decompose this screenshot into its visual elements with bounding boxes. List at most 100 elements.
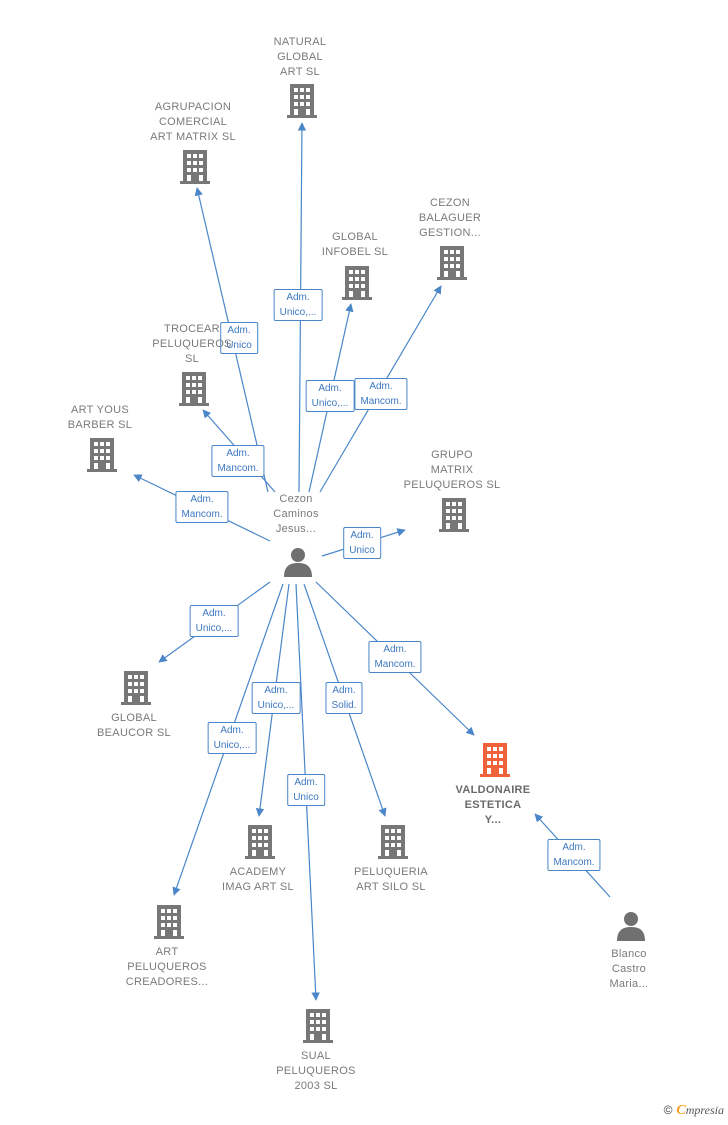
edge-label-peluqueria_silo: Adm.Solid. [325, 682, 363, 714]
edge-label-art_peluqueros: Adm. Unico,... [207, 722, 257, 754]
building-icon-sual[interactable] [303, 1009, 333, 1043]
node-label-line: IMAG ART SL [222, 881, 294, 893]
edge-label-art_yous: Adm. Mancom. [175, 491, 229, 523]
building-icon-art_yous[interactable] [87, 438, 117, 472]
edge-label-valdonaire-blanco: Adm. Mancom. [547, 839, 601, 871]
edge-label-line: Unico,... [213, 740, 251, 751]
edge-label-line: Adm. [286, 292, 310, 303]
node-label-agrupacion[interactable]: AGRUPACION COMERCIAL ART MATRIX SL [133, 100, 253, 145]
node-label-line: Y... [484, 814, 502, 826]
node-label-line: INFOBEL SL [321, 246, 389, 258]
node-label-line: GLOBAL [332, 231, 378, 243]
node-label-line: ACADEMY [229, 866, 287, 878]
node-label-art_yous[interactable]: ART YOUS BARBER SL [40, 403, 160, 433]
node-label-line: VALDONAIRE [455, 784, 531, 796]
building-icon-cezon_bal[interactable] [437, 246, 467, 280]
building-icon-peluqueria_silo[interactable] [378, 825, 408, 859]
edge-label-line: Adm. [294, 777, 318, 788]
node-label-line: GRUPO [431, 449, 473, 461]
node-label-line: BEAUCOR SL [97, 727, 171, 739]
edge-label-line: Solid. [331, 700, 357, 711]
building-icon-natural[interactable] [287, 84, 317, 118]
person-icon-cezon_person[interactable] [284, 548, 312, 577]
brand-initial: C [676, 1103, 686, 1118]
edge-label-line: Unico [226, 340, 252, 351]
edge-label-line: Adm. [383, 644, 407, 655]
node-label-peluqueria_silo[interactable]: PELUQUERIA ART SILO SL [331, 865, 451, 895]
edge-label-academy: Adm.Unico,... [251, 682, 301, 714]
node-label-line: PELUQUEROS [152, 338, 232, 350]
node-label-line: MATRIX [430, 464, 474, 476]
node-label-line: CEZON [430, 197, 470, 209]
edge-label-line: Adm. [369, 381, 393, 392]
edge-label-line: Unico,... [257, 700, 295, 711]
node-label-global_beaucor[interactable]: GLOBAL BEAUCOR SL [74, 711, 194, 741]
building-icon-trocear[interactable] [179, 372, 209, 406]
node-label-line: ART SILO SL [356, 881, 426, 893]
node-label-line: 2003 SL [294, 1080, 338, 1092]
node-label-global_infobel[interactable]: GLOBAL INFOBEL SL [295, 230, 415, 260]
edge-label-trocear: Adm.Mancom. [211, 445, 265, 477]
edge-label-grupo_matrix: Adm.Unico [343, 527, 381, 559]
edge-label-line: Mancom. [374, 659, 416, 670]
node-label-line: PELUQUEROS [127, 961, 207, 973]
edge-label-line: Mancom. [360, 396, 402, 407]
node-label-academy[interactable]: ACADEMY IMAG ART SL [198, 865, 318, 895]
edge-label-valdonaire: Adm. Mancom. [368, 641, 422, 673]
node-label-cezon_bal[interactable]: CEZON BALAGUER GESTION... [390, 196, 510, 241]
node-label-line: PELUQUEROS SL [403, 479, 501, 491]
edge-label-line: Adm. [318, 383, 342, 394]
edge-label-line: Mancom. [217, 463, 259, 474]
node-label-line: BARBER SL [67, 419, 133, 431]
brand-name: mpresia [685, 1103, 724, 1117]
node-label-line: Maria... [609, 978, 649, 990]
node-label-line: GLOBAL [111, 712, 157, 724]
edge-label-line: Adm. [562, 842, 586, 853]
node-label-line: Cezon [279, 493, 313, 505]
edge-label-line: Mancom. [553, 857, 595, 868]
building-icon-academy[interactable] [245, 825, 275, 859]
person-icon-blanco_person[interactable] [617, 912, 645, 941]
node-label-line: ART [155, 946, 179, 958]
node-label-line: AGRUPACION [154, 101, 232, 113]
node-label-line: Caminos [273, 508, 319, 520]
edge-label-line: Adm. [220, 725, 244, 736]
edge-label-line: Mancom. [181, 509, 223, 520]
building-icon-global_infobel[interactable] [342, 266, 372, 300]
building-icon-agrupacion[interactable] [180, 150, 210, 184]
node-label-grupo_matrix[interactable]: GRUPO MATRIX PELUQUEROS SL [392, 448, 512, 493]
edge-label-global_beaucor: Adm.Unico,... [189, 605, 239, 637]
node-label-line: ART MATRIX SL [150, 131, 236, 143]
node-label-line: GESTION... [419, 227, 481, 239]
edge-label-cezon_bal: Adm. Mancom. [354, 378, 408, 410]
edge-label-natural: Adm. Unico,... [273, 289, 323, 321]
edge-label-line: Adm. [190, 494, 214, 505]
building-icon-art_peluqueros[interactable] [154, 905, 184, 939]
edge-label-line: Unico,... [195, 623, 233, 634]
building-icon-global_beaucor[interactable] [121, 671, 151, 705]
edge-label-line: Adm. [350, 530, 374, 541]
edge-label-line: Adm. [227, 325, 251, 336]
copyright-icon: © [663, 1103, 673, 1117]
node-label-line: BALAGUER [418, 212, 482, 224]
empresia-brand[interactable]: ©Cmpresia [664, 1103, 724, 1119]
node-label-art_peluqueros[interactable]: ART PELUQUEROS CREADORES... [107, 945, 227, 990]
node-label-line: ART YOUS [70, 404, 130, 416]
node-label-line: CREADORES... [125, 976, 209, 988]
node-label-line: GLOBAL [277, 51, 323, 63]
node-label-line: PELUQUERIA [354, 866, 428, 878]
edge-label-line: Unico,... [279, 307, 317, 318]
edge-label-sual: Adm. Unico [287, 774, 325, 806]
edge-label-global_infobel: Adm.Unico,... [305, 380, 355, 412]
building-icon-valdonaire[interactable] [480, 743, 510, 777]
edge-label-line: Unico [293, 792, 319, 803]
node-label-line: COMERCIAL [158, 116, 228, 128]
edge-label-agrupacion: Adm. Unico [220, 322, 258, 354]
building-icon-grupo_matrix[interactable] [439, 498, 469, 532]
